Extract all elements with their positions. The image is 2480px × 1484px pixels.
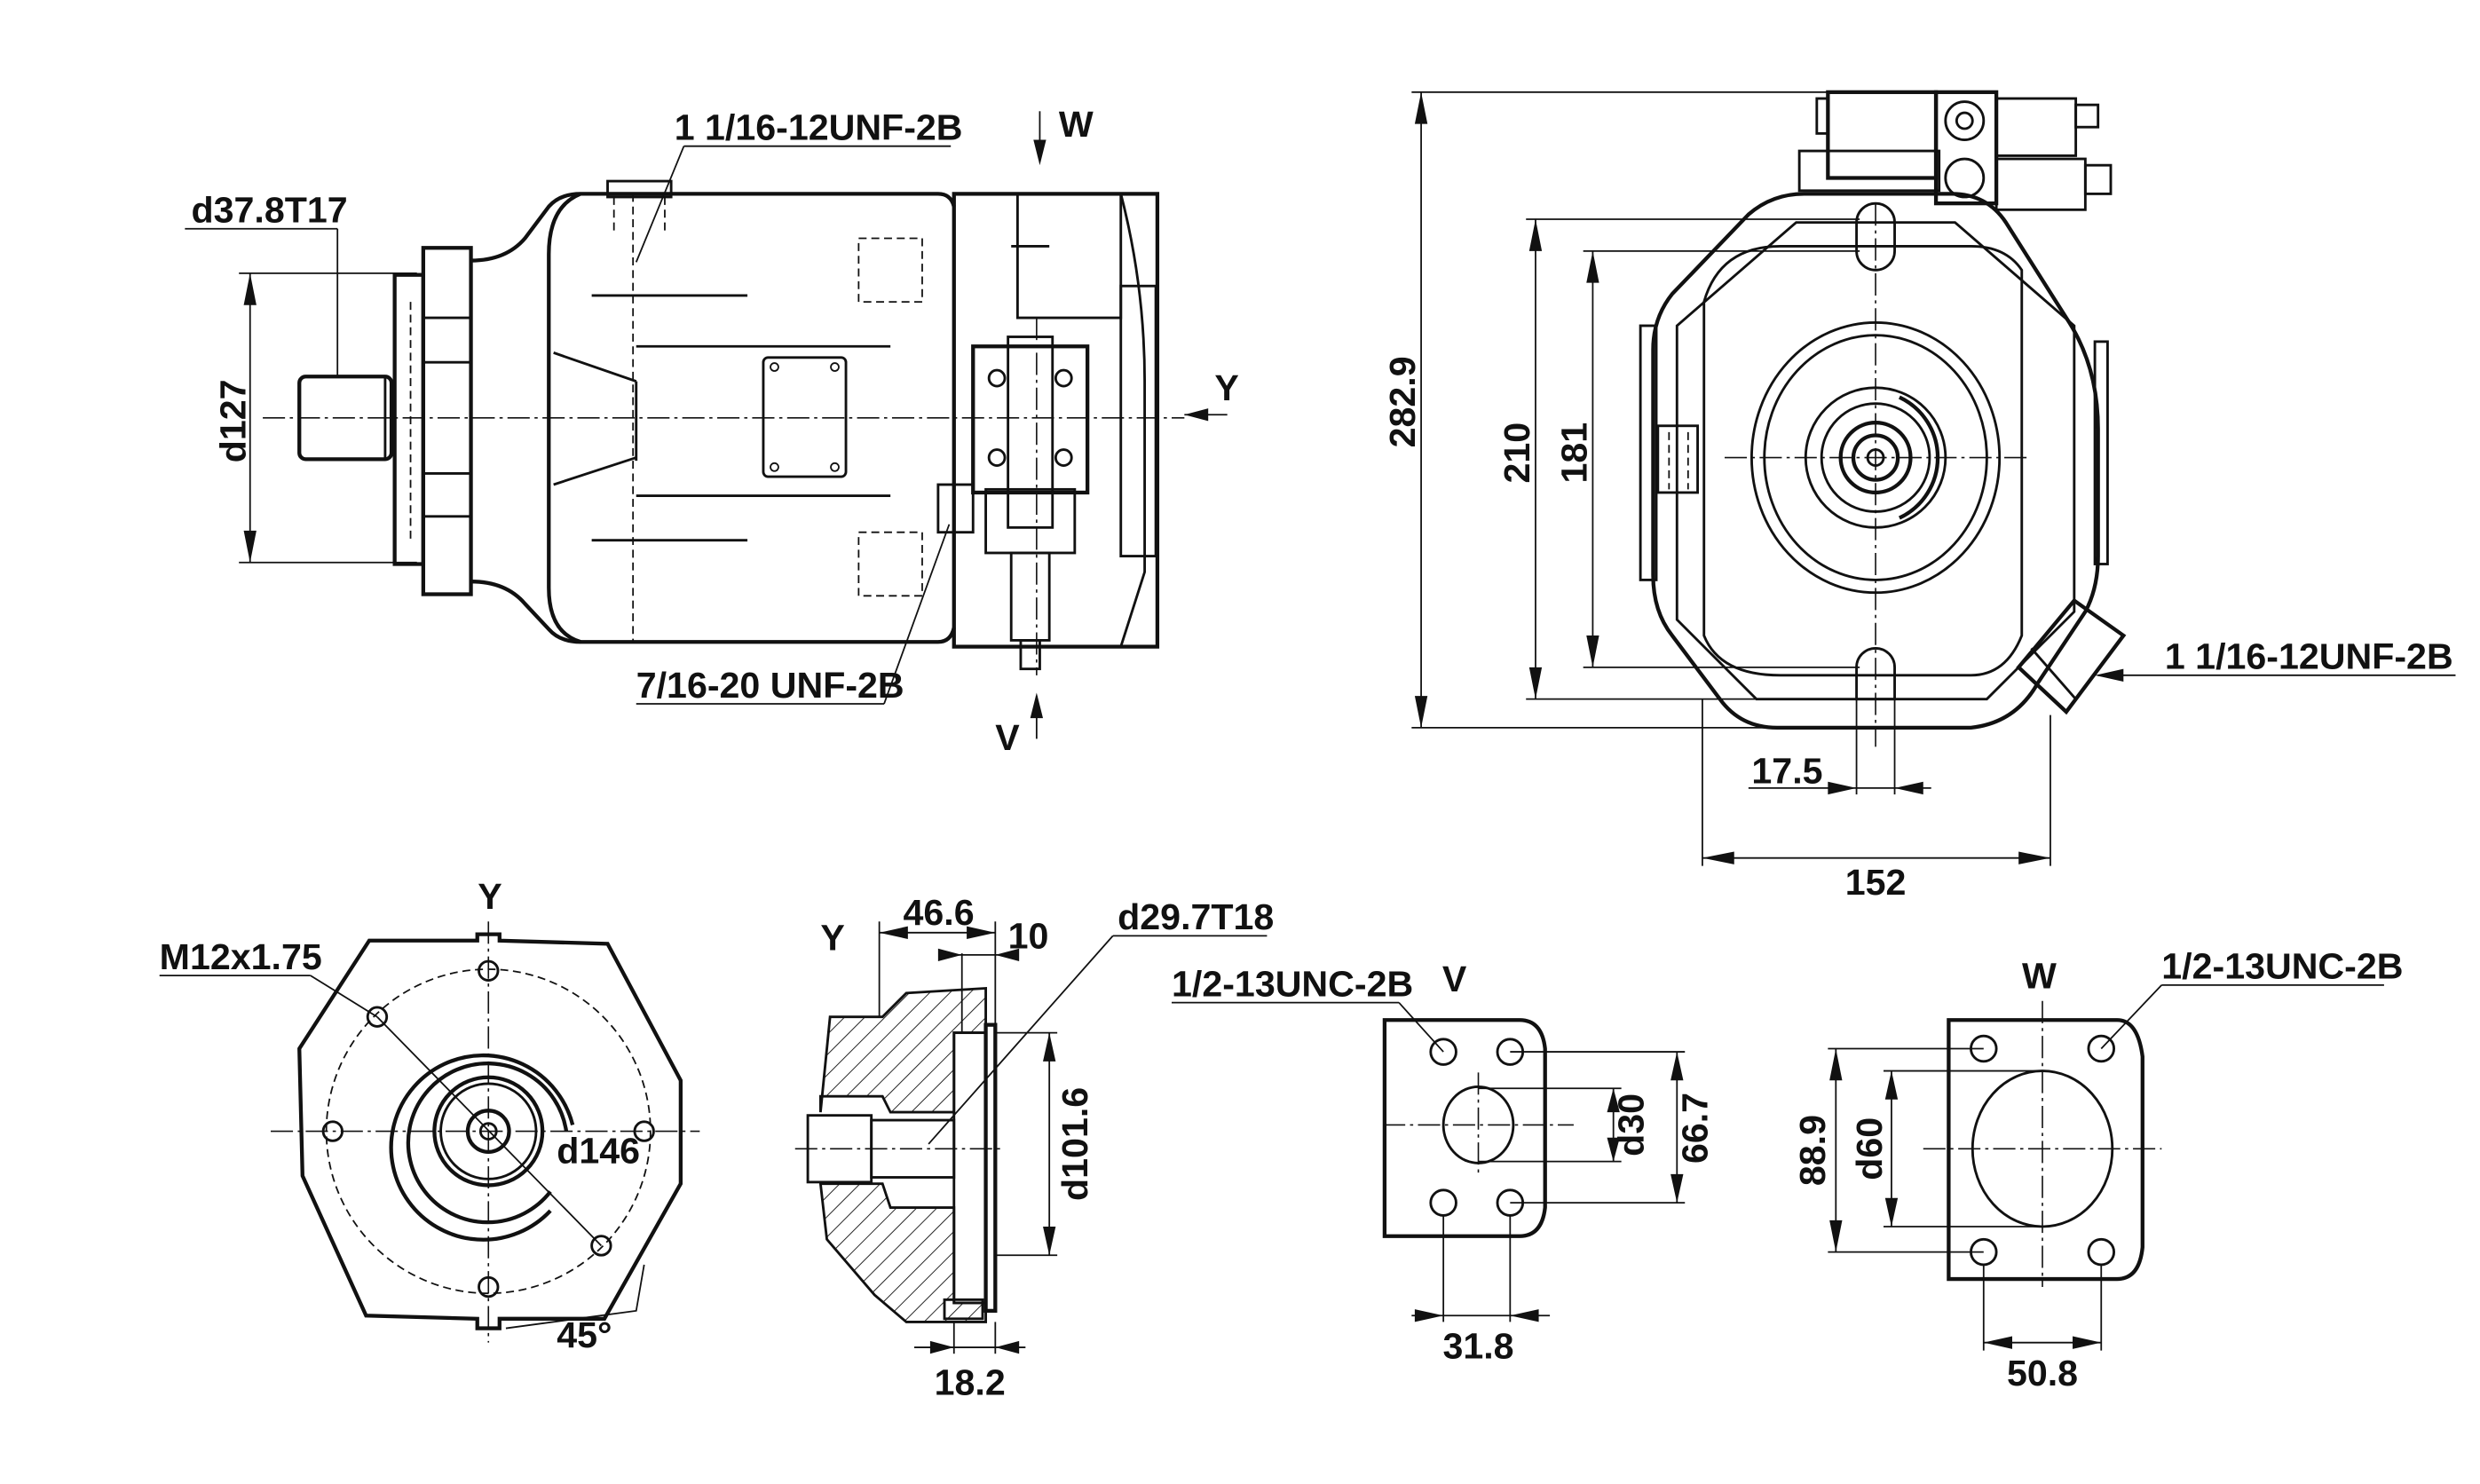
view-y-flange: Y M12x1.75 d146 45° [159,876,700,1355]
shaft-spline-label: d37.8T17 [192,190,348,231]
pilot-diameter-label: d127 [212,379,253,462]
flange-outline [297,932,683,1330]
dim-section-step: 10 [937,916,1049,1033]
dim-v-bore: d30 [1478,1087,1652,1163]
dim-gauge-port: 7/16-20 UNF-2B [636,524,951,706]
dim-section-depth: 46.6 [878,892,997,1025]
controller-block [1797,90,2113,211]
v-spacing-vertical-label: 66.7 [1674,1093,1715,1164]
dim-slot-offset: 17.5 [1748,699,1931,795]
view-marker-y: Y [1214,367,1238,408]
end-view: 282.9 210 181 1 1/16-12UNF-2B [1382,90,2456,903]
view-y-section-title: Y [820,918,844,959]
section-hatch-top [818,986,988,1114]
v-bore-label: d30 [1611,1093,1652,1156]
angle-label: 45° [557,1314,612,1355]
overall-height-label: 282.9 [1382,356,1423,447]
bolt-spacing-outer-label: 210 [1497,422,1537,484]
view-arrow-w: W [1033,104,1094,166]
gauge-port-thread-label: 7/16-20 UNF-2B [636,665,904,706]
view-y-flange-title: Y [478,876,502,917]
seal-groove-outer [389,1053,575,1242]
view-y-section: Y 46.6 10 d29.7T18 [794,892,1274,1403]
dim-section-pilot: d101.6 [995,1031,1095,1257]
dim-w-thread: 1/2-13UNC-2B [2100,946,2403,1050]
dim-section-spline: d29.7T18 [928,896,1274,1145]
dim-end-port: 1 1/16-12UNF-2B [2095,636,2456,682]
view-v-title: V [1442,959,1467,999]
dim-v-thread: 1/2-13UNC-2B [1172,963,1444,1053]
slot-offset-label: 17.5 [1751,751,1822,792]
name-plate [762,356,848,478]
view-w-title: W [2022,955,2057,996]
view-arrow-v: V [995,692,1044,758]
dim-v-spacing-vertical: 66.7 [1510,1051,1715,1204]
dim-flange-offset: 18.2 [914,1322,1026,1403]
top-port-thread-label: 1 1/16-12UNF-2B [675,107,963,148]
w-spacing-horizontal-label: 50.8 [2007,1353,2078,1393]
end-housing [1639,192,2127,730]
bolt-circle-label: d146 [557,1130,640,1171]
view-v-flange: V 1/2-13UNC-2B d30 66.7 [1172,959,1715,1367]
dim-overall-height: 282.9 [1382,91,1828,729]
dim-v-spacing-horizontal: 31.8 [1411,1215,1551,1367]
end-port-thread-label: 1 1/16-12UNF-2B [2165,636,2453,677]
flange-thread-label: M12x1.75 [160,936,322,977]
dim-top-port: 1 1/16-12UNF-2B [635,107,963,263]
pump-housing [470,179,956,644]
dim-bolt-spacing-outer: 210 [1497,218,1860,700]
section-spline-label: d29.7T18 [1118,896,1274,937]
section-depth-label: 46.6 [903,892,974,933]
mounting-flange [392,246,473,596]
dim-bolt-spacing-inner: 181 [1553,249,1860,668]
view-marker-v: V [995,717,1020,758]
v-flange-outline [1382,1018,1547,1238]
pressure-controller [936,335,1090,671]
w-bore-label: d60 [1849,1117,1890,1180]
dim-w-spacing-horizontal: 50.8 [1982,1264,2103,1393]
dim-pilot-diameter: d127 [212,272,417,564]
flange-offset-label: 18.2 [935,1362,1006,1403]
view-arrow-y: Y [1184,367,1239,422]
v-thread-label: 1/2-13UNC-2B [1172,963,1413,1004]
bolt-spacing-inner-label: 181 [1553,422,1594,484]
view-marker-w: W [1059,104,1094,145]
section-step-label: 10 [1008,916,1049,957]
dim-w-bore: d60 [1849,1070,2043,1227]
dim-shaft-spline: d37.8T17 [185,190,348,379]
rear-cover [952,192,1160,649]
section-hatch-bottom [818,1182,988,1323]
section-pilot-label: d101.6 [1054,1087,1095,1201]
view-w-flange: W 1/2-13UNC-2B 88.9 d60 [1792,946,2404,1393]
w-spacing-vertical-label: 88.9 [1792,1115,1833,1186]
side-view: d127 d37.8T17 1 1/16-12UNF-2B 7/16-20 UN… [185,104,1239,758]
dim-flange-thread: M12x1.75 [159,936,378,1018]
dim-w-spacing-vertical: 88.9 [1792,1047,1984,1253]
w-thread-label: 1/2-13UNC-2B [2161,946,2403,987]
v-spacing-horizontal-label: 31.8 [1442,1326,1513,1367]
dim-body-width: 152 [1702,699,2051,903]
body-width-label: 152 [1845,862,1907,903]
